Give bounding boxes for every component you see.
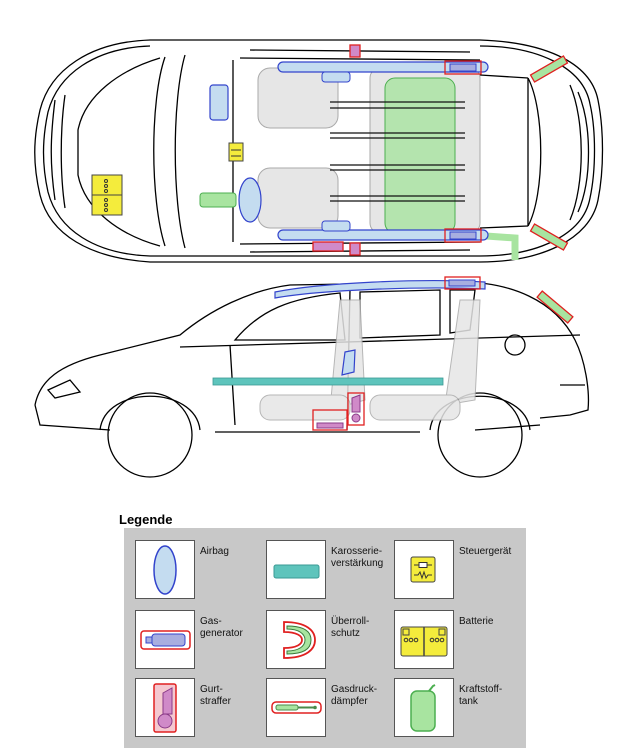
gas-strut-top-1 xyxy=(529,55,569,83)
battery-icon xyxy=(400,626,448,657)
side-seats xyxy=(259,299,481,421)
belt-tensioner-top-2 xyxy=(349,242,361,256)
legend-title: Legende xyxy=(119,512,173,527)
vehicle-top-view xyxy=(34,39,604,263)
airbag-icon xyxy=(153,545,177,595)
battery-top xyxy=(91,174,123,216)
legend-label: Überroll- schutz xyxy=(331,616,370,639)
legend-label: Karosserie- verstärkung xyxy=(331,546,384,569)
legend-item-rollover-protection: Überroll- schutz xyxy=(266,610,396,680)
legend-label: Gasdruck- dämpfer xyxy=(331,684,378,707)
rollover-protection-icon xyxy=(283,621,316,659)
legend-label: Gas- generator xyxy=(200,616,243,639)
side-airbag-top-2 xyxy=(321,220,351,232)
legend-item-reinforcement: Karosserie- verstärkung xyxy=(266,540,396,610)
legend-panel: Airbag Karosserie- verstärkung Steuerger… xyxy=(124,528,526,748)
legend-item-control-unit: Steuergerät xyxy=(394,540,524,610)
legend-item-gas-generator: Gas- generator xyxy=(135,610,265,680)
curtain-airbag-top-right xyxy=(277,229,489,241)
legend-label: Kraftstoff- tank xyxy=(459,684,503,707)
legend-item-battery: Batterie xyxy=(394,610,524,680)
legend-item-fuel-tank: Kraftstoff- tank xyxy=(394,678,524,748)
control-unit-top xyxy=(228,142,244,162)
belt-tensioner-icon xyxy=(153,683,177,733)
curtain-airbag-side xyxy=(274,280,486,299)
belt-tensioner-side-2 xyxy=(312,409,348,431)
gas-generator-top-2 xyxy=(444,228,482,243)
curtain-airbag-top-left xyxy=(277,61,489,73)
fuel-tank-icon xyxy=(410,684,436,732)
legend-label: Batterie xyxy=(459,616,494,627)
legend-item-airbag: Airbag xyxy=(135,540,265,610)
belt-tensioner-side-1 xyxy=(347,392,365,426)
control-unit-icon xyxy=(410,556,436,583)
vehicle-side-view xyxy=(34,276,590,478)
top-view-outline xyxy=(34,39,604,263)
belt-lines xyxy=(330,101,465,202)
driver-airbag-top xyxy=(238,177,262,223)
legend-label: Steuergerät xyxy=(459,546,512,557)
gas-strut-top-2 xyxy=(529,223,569,251)
gas-generator-side xyxy=(444,276,481,290)
passenger-airbag-top xyxy=(209,84,229,121)
gas-strut-side xyxy=(536,290,574,324)
legend-label: Airbag xyxy=(200,546,229,557)
gas-generator-icon xyxy=(140,630,191,650)
steering-column xyxy=(199,192,237,208)
side-airbag-side xyxy=(341,349,356,376)
legend-item-belt-tensioner: Gurt- straffer xyxy=(135,678,265,748)
gas-generator-top-1 xyxy=(444,60,482,75)
belt-tensioner-top-1 xyxy=(349,44,361,58)
belt-tensioner-top-3 xyxy=(312,241,344,252)
legend-item-gas-strut: Gasdruck- dämpfer xyxy=(266,678,396,748)
door-reinforcement-side xyxy=(212,377,444,386)
gas-strut-icon xyxy=(271,701,322,714)
legend-label: Gurt- straffer xyxy=(200,684,231,707)
side-airbag-top-1 xyxy=(321,71,351,83)
reinforcement-icon xyxy=(273,564,320,579)
